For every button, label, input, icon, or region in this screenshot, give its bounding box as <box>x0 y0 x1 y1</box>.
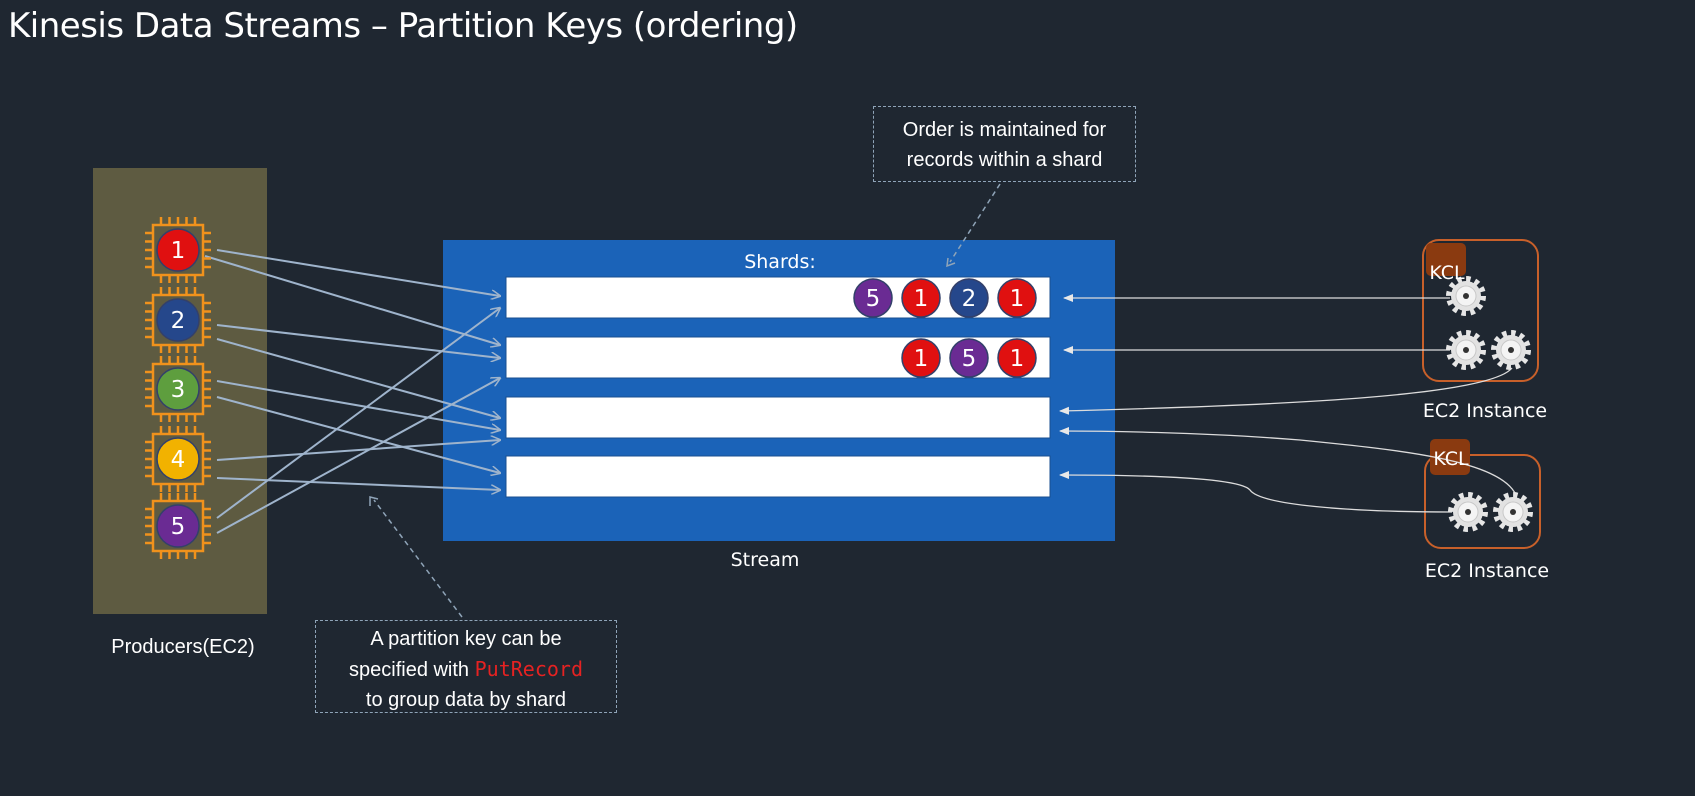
ec2-chip-icon <box>151 223 205 277</box>
producer-arrow <box>216 477 500 490</box>
producer-arrow <box>216 396 500 473</box>
chip-pins-icon <box>145 287 211 353</box>
producer-arrow <box>216 378 500 534</box>
stream-label: Stream <box>730 549 800 571</box>
partition-key-badge-label: 5 <box>171 514 186 540</box>
gear-icon <box>1448 492 1488 532</box>
producers-label: Producers(EC2) <box>111 636 255 658</box>
ec2-instance-box <box>1422 239 1539 382</box>
shard-4 <box>505 455 1051 498</box>
partition-key-badge-label: 2 <box>171 308 186 334</box>
ec2-instance-label: EC2 Instance <box>1422 400 1548 422</box>
ec2-instance-label: EC2 Instance <box>1424 560 1550 582</box>
producer-1: 1 <box>145 217 211 283</box>
record-label: 2 <box>962 286 977 312</box>
partition-key-badge-label: 1 <box>171 238 186 264</box>
producer-3: 3 <box>145 356 211 422</box>
partition-key-badge <box>156 504 200 548</box>
producer-4: 4 <box>145 426 211 492</box>
partition-key-badge-label: 3 <box>171 377 186 403</box>
kcl-label: KCL <box>1433 448 1469 470</box>
partition-key-callout: A partition key can be specified with Pu… <box>315 620 617 713</box>
record-label: 1 <box>1010 286 1025 312</box>
chip-pins-icon <box>145 493 211 559</box>
gear-icon <box>1446 276 1486 316</box>
record <box>901 278 941 318</box>
shards-label: Shards: <box>744 251 816 273</box>
callout-text: specified with <box>349 659 475 681</box>
callout-pointer <box>373 499 463 618</box>
partition-key-badge-label: 4 <box>171 447 186 473</box>
callout-text: A partition key can be <box>370 628 562 650</box>
producer-arrow <box>216 380 500 430</box>
partition-key-badge <box>156 228 200 272</box>
callout-text: to group data by shard <box>365 689 567 711</box>
ec2-instance-box <box>1424 454 1541 549</box>
partition-key-badge <box>156 437 200 481</box>
record-label: 5 <box>866 286 881 312</box>
producer-arrow <box>216 324 500 358</box>
kcl-badge <box>1430 439 1470 475</box>
record-label: 1 <box>914 346 929 372</box>
record <box>997 278 1037 318</box>
callout-text: records within a shard <box>906 149 1103 171</box>
producer-arrow <box>216 308 500 519</box>
consumer-arrow <box>1059 427 1517 496</box>
record <box>901 338 941 378</box>
record <box>949 278 989 318</box>
record-label: 1 <box>1010 346 1025 372</box>
record <box>997 338 1037 378</box>
ec2-chip-icon <box>151 432 205 486</box>
producer-5: 5 <box>145 493 211 559</box>
kcl-label: KCL <box>1429 262 1465 284</box>
shard-3 <box>505 396 1051 439</box>
gear-icon <box>1446 330 1486 370</box>
record-label: 1 <box>914 286 929 312</box>
record <box>949 338 989 378</box>
ordering-callout: Order is maintained for records within a… <box>873 106 1136 182</box>
putrecord-code: PutRecord <box>474 657 583 681</box>
chip-pins-icon <box>145 217 211 283</box>
chip-pins-icon <box>145 356 211 422</box>
consumer-arrow <box>1059 367 1513 415</box>
gear-icon <box>1491 330 1531 370</box>
ec2-chip-icon <box>151 499 205 553</box>
consumer-arrow <box>1059 471 1453 513</box>
callout-text: Order is maintained for <box>902 119 1107 141</box>
producer-2: 2 <box>145 287 211 353</box>
callout-pointer <box>949 183 1001 263</box>
producer-arrow <box>216 249 500 296</box>
page-title: Kinesis Data Streams – Partition Keys (o… <box>8 6 798 46</box>
ec2-chip-icon <box>151 362 205 416</box>
gear-icon <box>1493 492 1533 532</box>
partition-key-badge <box>156 367 200 411</box>
record-label: 5 <box>962 346 977 372</box>
partition-key-badge <box>156 298 200 342</box>
record <box>853 278 893 318</box>
producer-arrow <box>204 255 500 345</box>
kcl-badge <box>1426 243 1466 276</box>
ec2-chip-icon <box>151 293 205 347</box>
producer-arrow <box>216 440 500 461</box>
chip-pins-icon <box>145 426 211 492</box>
